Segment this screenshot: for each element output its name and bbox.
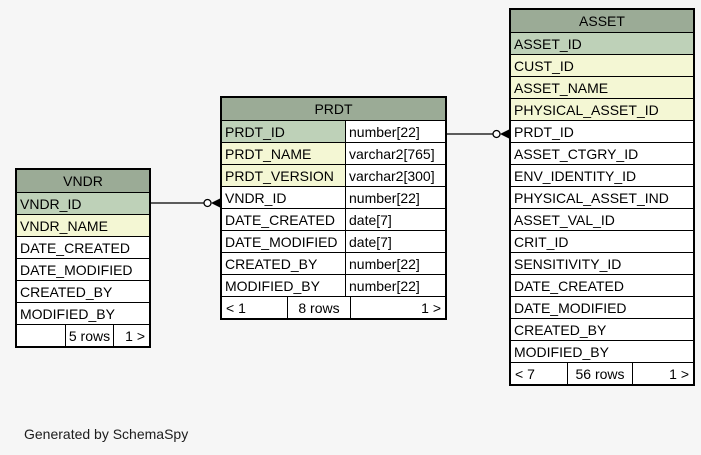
column-cust-id: CUST_ID: [511, 54, 693, 76]
table-vndr[interactable]: VNDR VNDR_ID VNDR_NAME DATE_CREATED DATE…: [15, 168, 151, 348]
column-prdt-id: PRDT_ID number[22]: [222, 120, 445, 142]
fk-count-cell: < 1: [226, 300, 246, 316]
column-type: number[22]: [346, 187, 445, 208]
column-asset-ctgry-id: ASSET_CTGRY_ID: [511, 142, 693, 164]
column-prdt-version: PRDT_VERSION varchar2[300]: [222, 164, 445, 186]
column-prdt-name: PRDT_NAME varchar2[765]: [222, 142, 445, 164]
column-type: date[7]: [346, 231, 445, 252]
table-prdt-header[interactable]: PRDT: [222, 98, 445, 120]
relationship-vndr-prdt: [151, 198, 220, 208]
column-name: PRDT_NAME: [222, 143, 346, 164]
relationship-prdt-asset: [447, 129, 509, 139]
row-count-cell: 8 rows: [287, 297, 350, 318]
column-date-created: DATE_CREATED: [17, 236, 149, 258]
column-date-modified: DATE_MODIFIED: [511, 296, 693, 318]
fk-count-cell: [17, 325, 65, 346]
column-modified-by: MODIFIED_BY: [17, 302, 149, 324]
column-vndr-id: VNDR_ID number[22]: [222, 186, 445, 208]
fk-count-cell: < 7: [515, 366, 535, 382]
column-created-by: CREATED_BY: [511, 318, 693, 340]
zero-or-one-dot-icon: [203, 198, 212, 208]
column-asset-name: ASSET_NAME: [511, 76, 693, 98]
column-name: VNDR_ID: [222, 187, 346, 208]
column-date-created: DATE_CREATED date[7]: [222, 208, 445, 230]
row-count-cell: 5 rows: [65, 325, 113, 346]
column-asset-val-id: ASSET_VAL_ID: [511, 208, 693, 230]
column-type: varchar2[300]: [346, 165, 445, 186]
column-created-by: CREATED_BY: [17, 280, 149, 302]
column-vndr-id: VNDR_ID: [17, 192, 149, 214]
column-physical-asset-ind: PHYSICAL_ASSET_IND: [511, 186, 693, 208]
column-type: varchar2[765]: [346, 143, 445, 164]
column-prdt-id: PRDT_ID: [511, 120, 693, 142]
column-name: CREATED_BY: [222, 253, 346, 274]
fk-arrowhead-icon: [211, 198, 220, 208]
table-vndr-footer: 5 rows 1 >: [17, 324, 149, 346]
column-sensitivity-id: SENSITIVITY_ID: [511, 252, 693, 274]
column-name: MODIFIED_BY: [222, 275, 346, 296]
column-name: DATE_MODIFIED: [222, 231, 346, 252]
table-asset[interactable]: ASSET ASSET_ID CUST_ID ASSET_NAME PHYSIC…: [509, 8, 695, 386]
column-asset-id: ASSET_ID: [511, 32, 693, 54]
fk-arrowhead-icon: [500, 129, 509, 139]
column-modified-by: MODIFIED_BY: [511, 340, 693, 362]
column-name: DATE_CREATED: [222, 209, 346, 230]
table-prdt[interactable]: PRDT PRDT_ID number[22] PRDT_NAME varcha…: [220, 96, 447, 320]
column-type: date[7]: [346, 209, 445, 230]
column-crit-id: CRIT_ID: [511, 230, 693, 252]
zero-or-one-dot-icon: [492, 129, 501, 139]
column-created-by: CREATED_BY number[22]: [222, 252, 445, 274]
column-modified-by: MODIFIED_BY number[22]: [222, 274, 445, 296]
child-count-cell: 1 >: [350, 297, 445, 318]
table-asset-header[interactable]: ASSET: [511, 10, 693, 32]
row-count-cell: 56 rows: [567, 363, 632, 384]
column-date-modified: DATE_MODIFIED date[7]: [222, 230, 445, 252]
column-physical-asset-id: PHYSICAL_ASSET_ID: [511, 98, 693, 120]
generated-by-note: Generated by SchemaSpy: [24, 426, 189, 442]
column-date-modified: DATE_MODIFIED: [17, 258, 149, 280]
column-type: number[22]: [346, 253, 445, 274]
column-env-identity-id: ENV_IDENTITY_ID: [511, 164, 693, 186]
child-count-cell: 1 >: [632, 363, 693, 384]
child-count-cell: 1 >: [113, 325, 149, 346]
column-type: number[22]: [346, 275, 445, 296]
column-name: PRDT_VERSION: [222, 165, 346, 186]
table-prdt-footer: < 1 8 rows 1 >: [222, 296, 445, 318]
table-vndr-header[interactable]: VNDR: [17, 170, 149, 192]
column-date-created: DATE_CREATED: [511, 274, 693, 296]
column-type: number[22]: [346, 121, 445, 142]
column-name: PRDT_ID: [222, 121, 346, 142]
table-asset-footer: < 7 56 rows 1 >: [511, 362, 693, 384]
column-vndr-name: VNDR_NAME: [17, 214, 149, 236]
